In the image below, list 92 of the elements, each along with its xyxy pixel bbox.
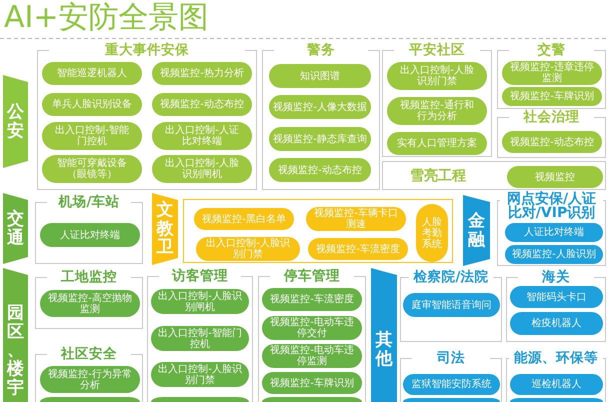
section-panel [400, 350, 502, 402]
tab-label: 文教卫 [156, 200, 174, 258]
solution-pill: 视频监控-车流密度 [262, 288, 362, 311]
solution-pill: 视频监控-静态库查询 [269, 127, 371, 151]
section-title: 重大事件安保 [105, 42, 189, 58]
section-panel [37, 42, 257, 190]
section-panel [35, 269, 143, 329]
section-panel [497, 192, 606, 266]
solution-pill: 视频监控-动态布控 [502, 131, 602, 153]
solution-pill [40, 397, 140, 402]
section-panel [506, 350, 606, 402]
solution-pill: 视频监控-人像大数据 [269, 95, 371, 119]
section-panel [258, 268, 366, 402]
section-title: 雪亮工程 [410, 166, 466, 184]
solution-pill: 视频监控-热力分析 [152, 62, 252, 85]
section-panel [35, 346, 143, 402]
solution-pill: 知识图谱 [269, 64, 371, 88]
solution-pill: 智能巡逻机器人 [42, 62, 142, 85]
solution-pill: 视频监控-动态布控 [269, 158, 371, 182]
tab-label: 交通 [7, 210, 24, 248]
solution-pill: 检疫机器人 [510, 312, 603, 335]
tab-label: 园区、楼宇 [7, 304, 24, 398]
solution-pill: 出入口控制-智能门控机 [151, 326, 249, 351]
solution-pill: 视频监控-人脸识别 [505, 245, 603, 264]
solution-pill: 视频监控-行为异常分析 [40, 366, 140, 393]
section-panel [382, 42, 492, 157]
category-tab [3, 75, 28, 168]
section-title: 机场/车站 [58, 194, 120, 210]
solution-pill: 视频监控-车流密度 [308, 238, 408, 260]
tab-label: 其他 [376, 331, 392, 368]
solution-pill: 出入口控制-人脸识别门禁 [151, 362, 249, 387]
solution-pill: 视频监控-黑白名单 [194, 208, 294, 230]
section-title: 警务 [307, 42, 335, 58]
solution-pill: 实有人口管理方案 [387, 132, 487, 155]
solution-pill: 单兵人脸识别设备 [42, 93, 142, 116]
category-tab [463, 195, 490, 266]
solution-pill: 巡检机器人 [510, 374, 603, 395]
solution-pill: 视频监控-通行和行为分析 [387, 97, 487, 125]
solution-pill: 人证比对终端 [40, 223, 140, 247]
section-title: 社区安全 [61, 346, 117, 362]
tab-label: 公安 [7, 102, 24, 140]
category-tab [3, 193, 28, 264]
solution-pill: 视频监控-车牌识别 [262, 372, 362, 394]
solution-pill: 视频监控 [507, 166, 603, 188]
solution-pill: 庭审智能语音询问 [403, 293, 500, 317]
solution-pill [262, 397, 362, 402]
solution-pill: 视频监控-电动车违停交付 [262, 316, 362, 340]
solution-pill: 视频监控-车牌识别 [502, 87, 602, 106]
solution-pill: 人脸考勤系统 [416, 204, 448, 262]
solution-pill: 视频监控-高空抛物监测 [40, 290, 140, 317]
solution-pill: 出入口控制-人脸识别门禁 [196, 237, 300, 261]
solution-pill: 智能码头卡口 [510, 286, 603, 308]
section-title: 停车管理 [284, 268, 340, 284]
category-tab [152, 193, 178, 265]
section-panel [497, 109, 606, 158]
solution-pill: 视频监控-车辆卡口测速 [306, 207, 406, 231]
section-panel [147, 268, 253, 402]
solution-pill [510, 398, 603, 402]
solution-pill [403, 398, 500, 402]
section-title: 网点安保/人证比对/VIP识别 [506, 192, 598, 220]
section-title: 访客管理 [172, 268, 228, 284]
section-title: 检察院/法院 [414, 269, 488, 285]
category-tab [371, 268, 397, 402]
category-tab [3, 268, 28, 402]
tab-label: 金融 [468, 212, 485, 250]
solution-pill: 出入口控制-人证比对终端 [152, 122, 252, 150]
section-panel [497, 42, 606, 109]
section-title: 平安社区 [409, 42, 465, 58]
section-panel [400, 269, 502, 342]
solution-pill: 视频监控-电动车违停监测 [262, 344, 362, 368]
section-title: 工地监控 [61, 269, 117, 285]
solution-pill: 出入口控制-人脸识别门禁 [387, 62, 487, 90]
solution-pill: 智能可穿戴设备（眼镜等） [42, 155, 142, 183]
section-title: 社会治理 [524, 109, 580, 125]
solution-pill: 监狱智能安防系统 [403, 374, 500, 395]
solution-pill: 出入口控制-人脸识别闸机 [152, 155, 252, 183]
solution-pill: 出入口控制-人脸识别闸机 [151, 289, 249, 314]
section-title: 司法 [437, 350, 465, 366]
section-panel [262, 42, 380, 190]
section-title: 能源、环保等 [514, 350, 598, 366]
solution-pill: 出入口控制-智能门控机 [42, 122, 142, 150]
section-panel [35, 194, 143, 264]
solution-pill: 视频监控-动态布控 [152, 93, 252, 116]
solution-pill [151, 397, 249, 402]
solution-pill: 人证比对终端 [505, 223, 603, 242]
section-title: 交警 [538, 42, 566, 58]
section-panel [183, 199, 453, 263]
diagram-title: AI+安防全景图 [4, 1, 209, 35]
section-panel [506, 269, 606, 342]
section-title: 海关 [542, 269, 570, 285]
section-panel [382, 161, 606, 190]
solution-pill: 视频监控-违章违停监测 [502, 61, 602, 85]
